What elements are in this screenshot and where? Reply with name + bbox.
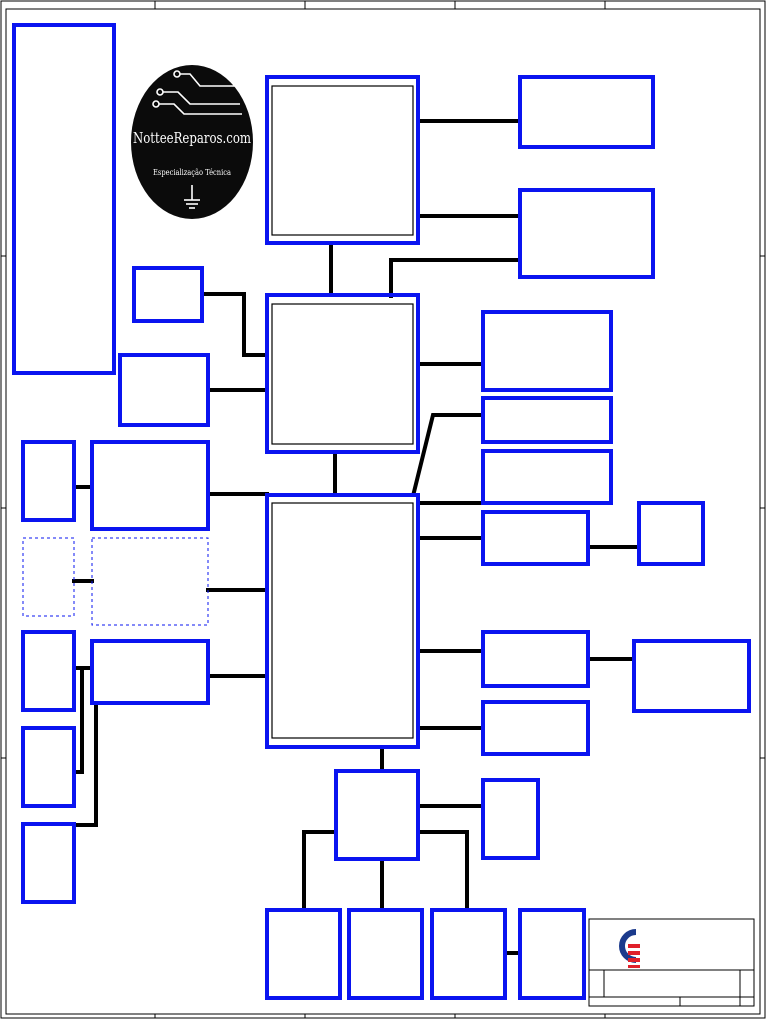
wire — [72, 703, 98, 827]
wires — [72, 119, 641, 955]
company-emblem-icon — [619, 929, 640, 968]
block-right-mid-2 — [481, 396, 613, 444]
block-far-right-1 — [637, 501, 705, 566]
wire — [72, 666, 84, 774]
blocks — [12, 23, 751, 1000]
block-left-small-a — [21, 440, 76, 522]
block-optional-small — [22, 537, 75, 617]
block-left-small-b — [21, 630, 76, 712]
block-cpu-inner — [271, 85, 414, 236]
block-top-right-1 — [518, 75, 655, 149]
sheet-frame-inner — [5, 8, 761, 1015]
wire — [389, 258, 522, 298]
block-bottom-1 — [265, 908, 342, 1000]
wire — [416, 830, 469, 912]
block-small-left-2 — [118, 353, 210, 427]
block-left-tall — [12, 23, 116, 375]
block-right-low-3 — [481, 700, 590, 756]
wire — [200, 292, 269, 357]
brand-logo: NotteeReparos.com Especialização Técnica — [131, 65, 253, 219]
block-cpu — [265, 75, 420, 245]
block-south-bridge-inner — [271, 502, 414, 739]
title-block-frame — [588, 918, 755, 1007]
block-left-small-c — [21, 726, 76, 808]
block-bottom-2 — [347, 908, 424, 1000]
circuit-traces-icon — [152, 70, 242, 209]
block-left-small-d — [21, 822, 76, 904]
wire — [411, 413, 485, 495]
block-north-bridge-inner — [271, 303, 414, 445]
block-south-bridge — [265, 493, 420, 749]
block-bottom-4 — [518, 908, 586, 1000]
block-top-right-2 — [518, 188, 655, 279]
block-small-left-1 — [132, 266, 204, 323]
block-ec-right — [481, 778, 540, 860]
block-left-wide-b — [90, 639, 210, 705]
block-north-bridge — [265, 293, 420, 454]
block-right-mid-3 — [481, 449, 613, 505]
block-left-wide-a — [90, 440, 210, 531]
block-right-low-2 — [481, 630, 590, 688]
title-block — [588, 918, 755, 1007]
block-bottom-3 — [430, 908, 507, 1000]
wire — [302, 830, 338, 912]
logo-tagline: Especialização Técnica — [153, 168, 231, 177]
block-right-low-1 — [481, 510, 590, 566]
block-optional-wide — [91, 537, 209, 626]
block-right-mid-1 — [481, 310, 613, 392]
block-far-right-2 — [632, 639, 751, 713]
block-ec — [334, 769, 420, 861]
logo-name: NotteeReparos.com — [133, 129, 251, 147]
